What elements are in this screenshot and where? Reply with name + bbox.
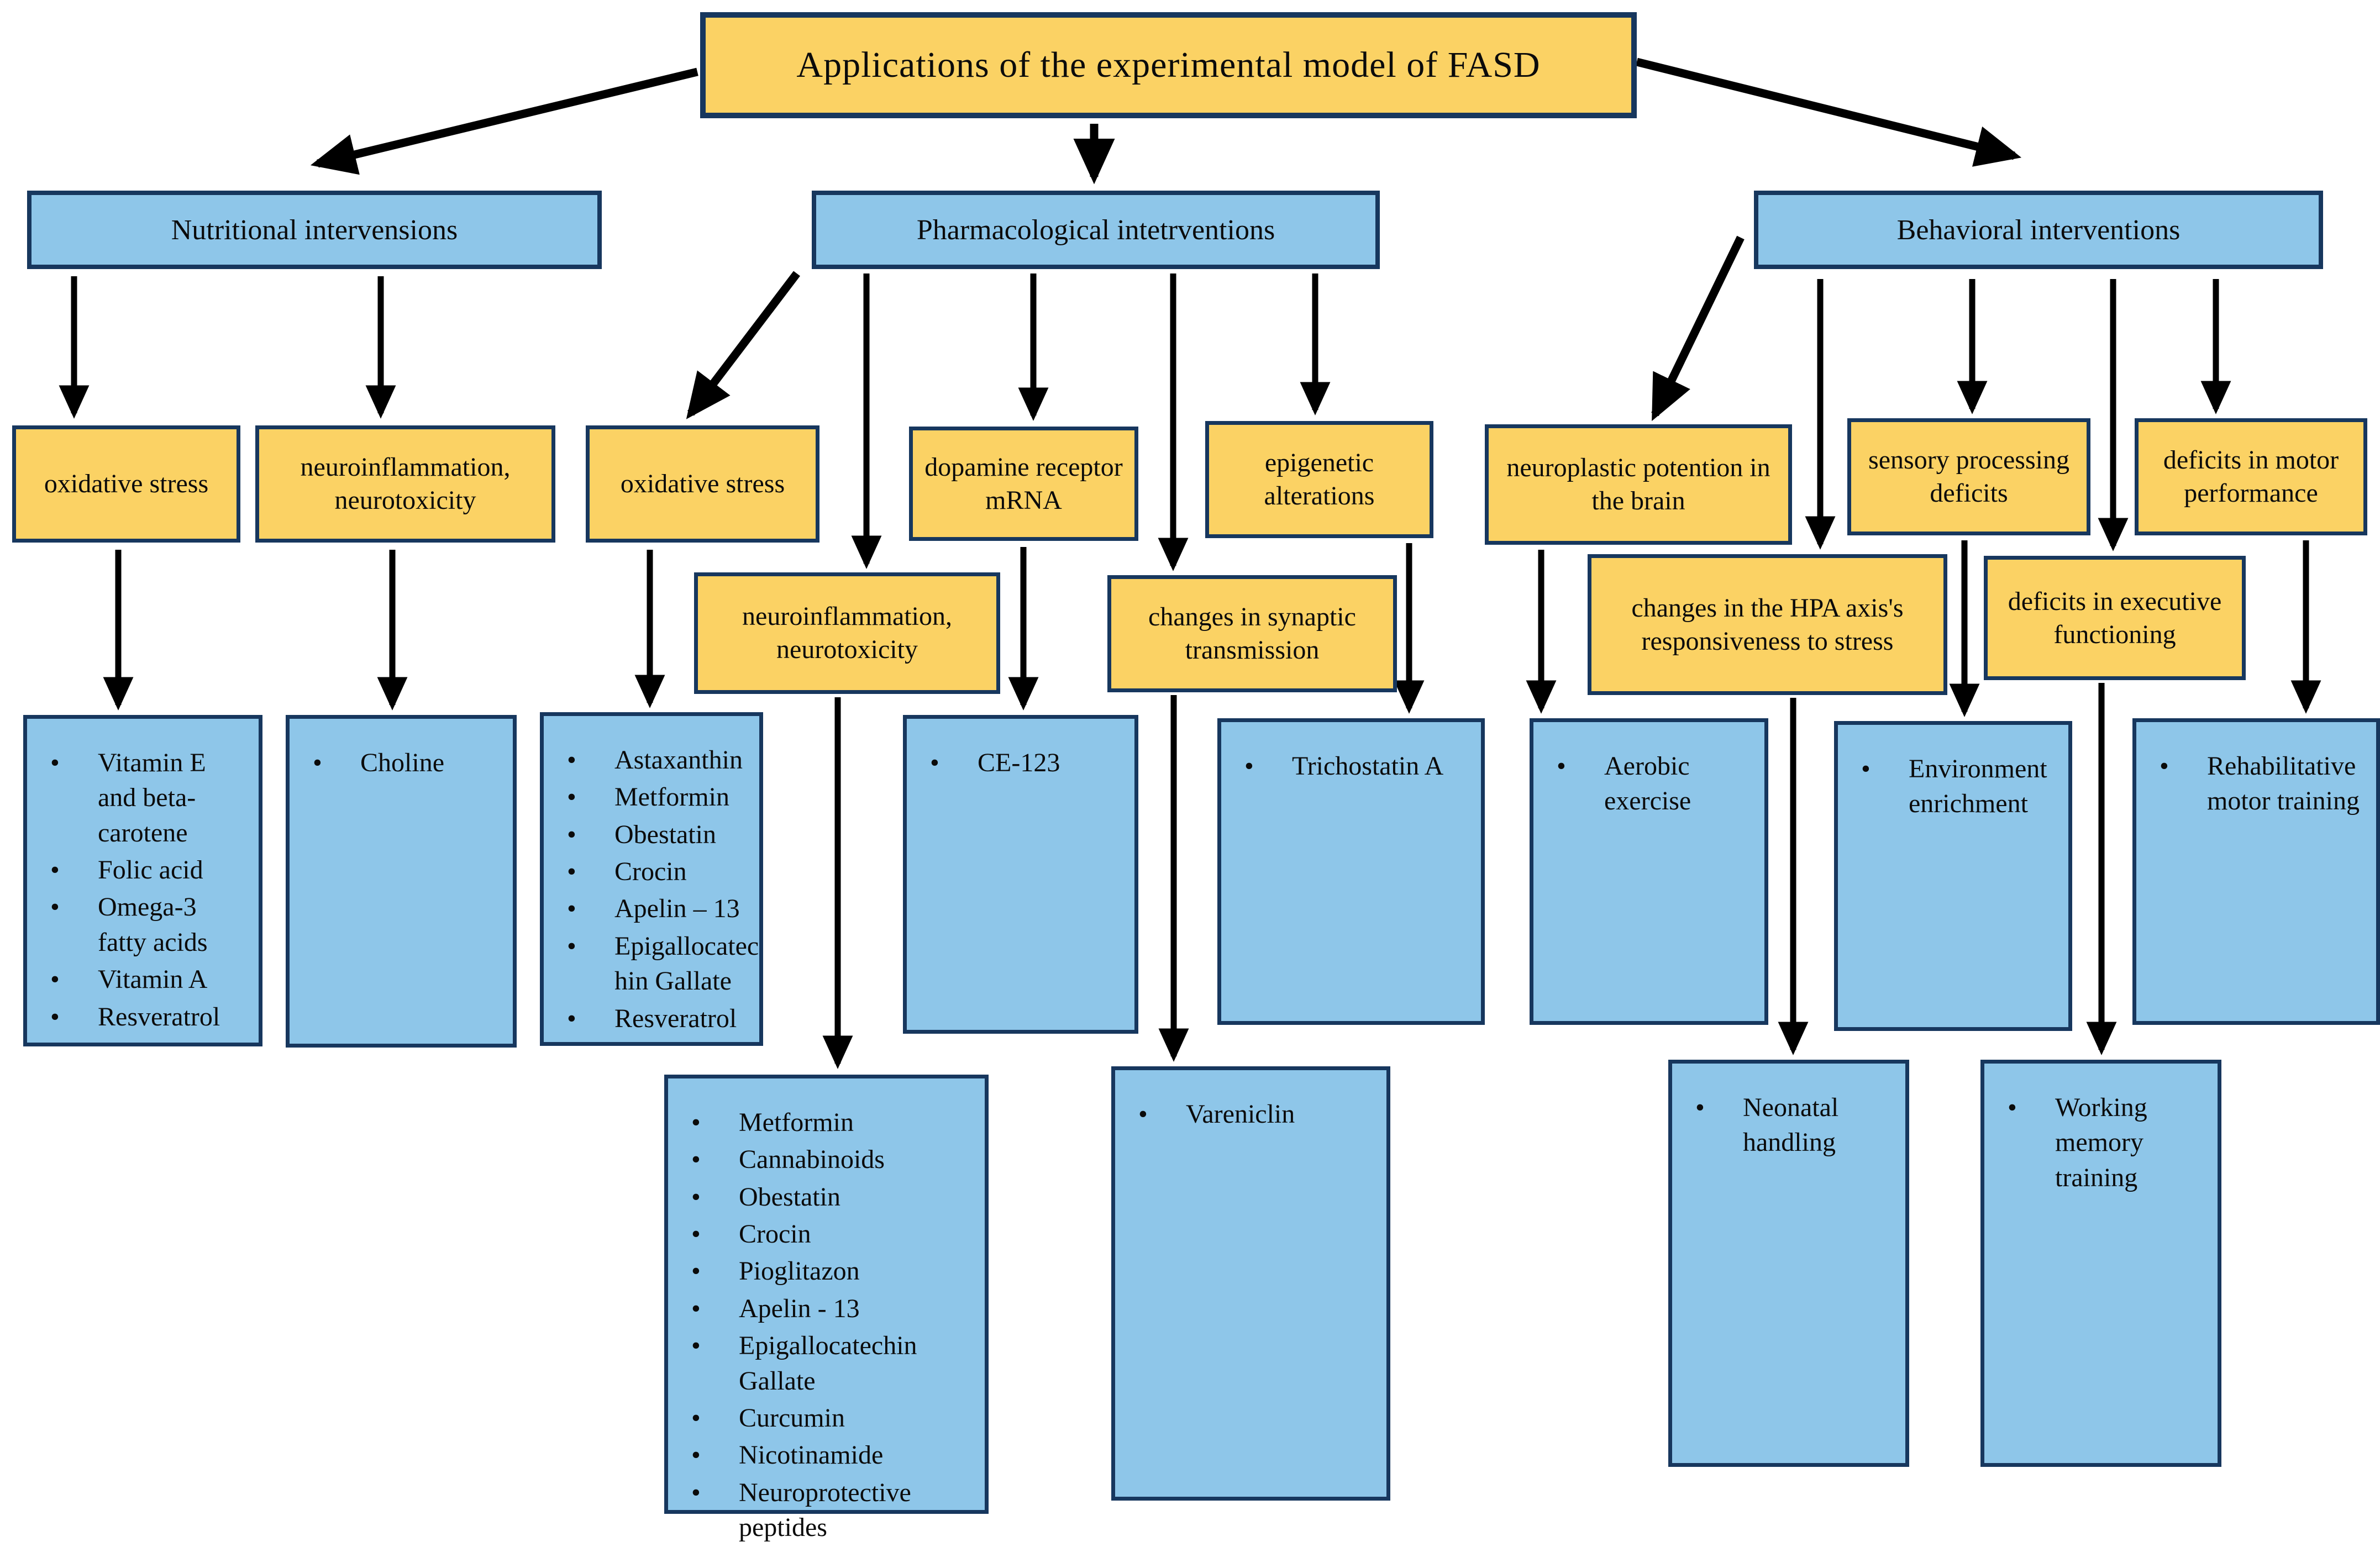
mechanism-hpa-axis-responsiveness: changes in the HPA axis's responsiveness… <box>1588 554 1947 695</box>
treatment-list: Vareniclin <box>1115 1097 1386 1134</box>
treatments-behavioral-motor: Rehabilitative motor training <box>2132 718 2380 1025</box>
list-item: Cannabinoids <box>668 1142 975 1177</box>
list-item: Folic acid <box>27 853 249 888</box>
mechanism-neuroinflammation-nutritional: neuroinflammation, neurotoxicity <box>255 425 555 543</box>
list-item: Vitamin E and beta-carotene <box>27 745 249 850</box>
mechanism-label: oxidative stress <box>44 469 209 498</box>
treatment-list: Metformin Cannabinoids Obestatin Crocin … <box>668 1105 985 1547</box>
list-item: Trichostatin A <box>1221 749 1471 784</box>
diagram-title-text: Applications of the experimental model o… <box>796 45 1541 85</box>
list-item: Aerobic exercise <box>1533 749 1754 819</box>
list-item: Obestatin <box>544 817 759 853</box>
list-item: Vitamin A <box>27 962 249 997</box>
treatments-nutritional-neuroinflammation: Choline <box>286 715 517 1048</box>
list-item: Neonatal handling <box>1672 1090 1895 1160</box>
list-item: Pioglitazon <box>668 1254 975 1289</box>
treatments-pharm-synaptic: Vareniclin <box>1111 1066 1390 1501</box>
mechanism-executive-functioning-deficits: deficits in executive functioning <box>1984 556 2246 680</box>
list-item: Vareniclin <box>1115 1097 1376 1132</box>
treatment-list: Choline <box>290 745 513 782</box>
treatment-list: Neonatal handling <box>1672 1090 1905 1162</box>
list-item: Neuroprotective peptides <box>668 1475 975 1545</box>
mechanism-label: deficits in motor performance <box>2163 445 2339 508</box>
mechanism-label: epigenetic alterations <box>1264 448 1375 511</box>
treatment-list: Astaxanthin Metformin Obestatin Crocin A… <box>544 743 769 1038</box>
mechanism-synaptic-transmission: changes in synaptic transmission <box>1107 575 1397 692</box>
mechanism-epigenetic-alterations: epigenetic alterations <box>1205 421 1433 538</box>
treatment-list: CE-123 <box>907 745 1134 782</box>
list-item: Nicotinamide <box>668 1438 975 1473</box>
treatment-list: Rehabilitative motor training <box>2136 749 2376 821</box>
treatment-list: Vitamin E and beta-carotene Folic acid O… <box>27 745 259 1036</box>
arrow-behavioral-to-neuroplastic <box>1651 235 1745 422</box>
treatments-pharm-neuroinflammation: Metformin Cannabinoids Obestatin Crocin … <box>664 1075 989 1542</box>
list-item: CE-123 <box>907 745 1125 781</box>
branch-behavioral: Behavioral interventions <box>1754 191 2323 269</box>
fasd-flowchart: Applications of the experimental model o… <box>0 0 2380 1509</box>
treatments-pharm-dopamine: CE-123 <box>903 715 1138 1034</box>
mechanism-sensory-processing-deficits: sensory processing deficits <box>1847 418 2090 535</box>
branch-nutritional: Nutritional intervensions <box>27 191 602 269</box>
list-item: Apelin – 13 <box>544 891 759 927</box>
treatments-pharm-epigenetic: Trichostatin A <box>1217 718 1485 1025</box>
mechanism-label: changes in the HPA axis's responsiveness… <box>1631 593 1904 656</box>
diagram-title: Applications of the experimental model o… <box>700 12 1637 118</box>
arrow-title-to-behavioral <box>1636 57 2022 167</box>
list-item: Obestatin <box>668 1180 975 1215</box>
treatments-behavioral-sensory: Environment enrichment <box>1834 721 2072 1031</box>
list-item: Omega-3 fatty acids <box>27 890 249 960</box>
arrow-title-to-nutritional <box>310 67 698 175</box>
list-item: Apelin - 13 <box>668 1291 975 1327</box>
list-item: Environment enrichment <box>1838 751 2058 822</box>
mechanism-label: dopamine receptor mRNA <box>924 452 1123 515</box>
treatment-list: Trichostatin A <box>1221 749 1481 786</box>
mechanism-oxidative-stress-pharm: oxidative stress <box>586 425 819 543</box>
treatment-list: Working memory training <box>1984 1090 2218 1197</box>
list-item: Astaxanthin <box>544 743 759 778</box>
list-item: Resveratrol <box>27 999 249 1035</box>
treatments-pharm-oxidative: Astaxanthin Metformin Obestatin Crocin A… <box>540 712 763 1046</box>
list-item: Crocin <box>544 854 759 890</box>
branch-nutritional-label: Nutritional intervensions <box>171 214 458 246</box>
list-item: Epigallocatechin Gallate <box>544 929 759 999</box>
mechanism-neuroplastic-potention: neuroplastic potention in the brain <box>1485 424 1792 545</box>
treatments-behavioral-executive: Working memory training <box>1980 1060 2221 1467</box>
treatments-behavioral-neuroplastic: Aerobic exercise <box>1530 718 1768 1025</box>
list-item: Epigallocatechin Gallate <box>668 1328 975 1398</box>
mechanism-neuroinflammation-pharm: neuroinflammation, neurotoxicity <box>694 572 1000 694</box>
treatments-nutritional-oxidative: Vitamin E and beta-carotene Folic acid O… <box>23 715 262 1046</box>
list-item: Working memory training <box>1984 1090 2208 1195</box>
treatment-list: Aerobic exercise <box>1533 749 1764 821</box>
list-item: Resveratrol <box>544 1001 759 1036</box>
branch-pharmacological-label: Pharmacological intetrventions <box>916 214 1275 246</box>
list-item: Curcumin <box>668 1401 975 1436</box>
branch-behavioral-label: Behavioral interventions <box>1896 214 2181 246</box>
mechanism-dopamine-receptor-mrna: dopamine receptor mRNA <box>909 427 1138 541</box>
list-item: Metformin <box>668 1105 975 1140</box>
list-item: Metformin <box>544 780 759 815</box>
mechanism-motor-performance-deficits: deficits in motor performance <box>2135 418 2367 535</box>
mechanism-oxidative-stress-nutritional: oxidative stress <box>12 425 240 543</box>
arrow-pharm-to-oxidative-pharm <box>686 271 800 419</box>
list-item: Choline <box>290 745 503 781</box>
mechanism-label: neuroinflammation, neurotoxicity <box>742 602 952 664</box>
mechanism-label: neuroplastic potention in the brain <box>1506 453 1770 515</box>
mechanism-label: changes in synaptic transmission <box>1148 602 1356 665</box>
mechanism-label: deficits in executive functioning <box>2008 586 2222 649</box>
branch-pharmacological: Pharmacological intetrventions <box>812 191 1380 269</box>
mechanism-label: sensory processing deficits <box>1868 445 2069 508</box>
treatments-behavioral-hpa: Neonatal handling <box>1668 1060 1909 1467</box>
list-item: Crocin <box>668 1217 975 1252</box>
mechanism-label: neuroinflammation, neurotoxicity <box>300 452 511 515</box>
treatment-list: Environment enrichment <box>1838 751 2068 824</box>
mechanism-label: oxidative stress <box>620 469 785 498</box>
list-item: Rehabilitative motor training <box>2136 749 2366 819</box>
